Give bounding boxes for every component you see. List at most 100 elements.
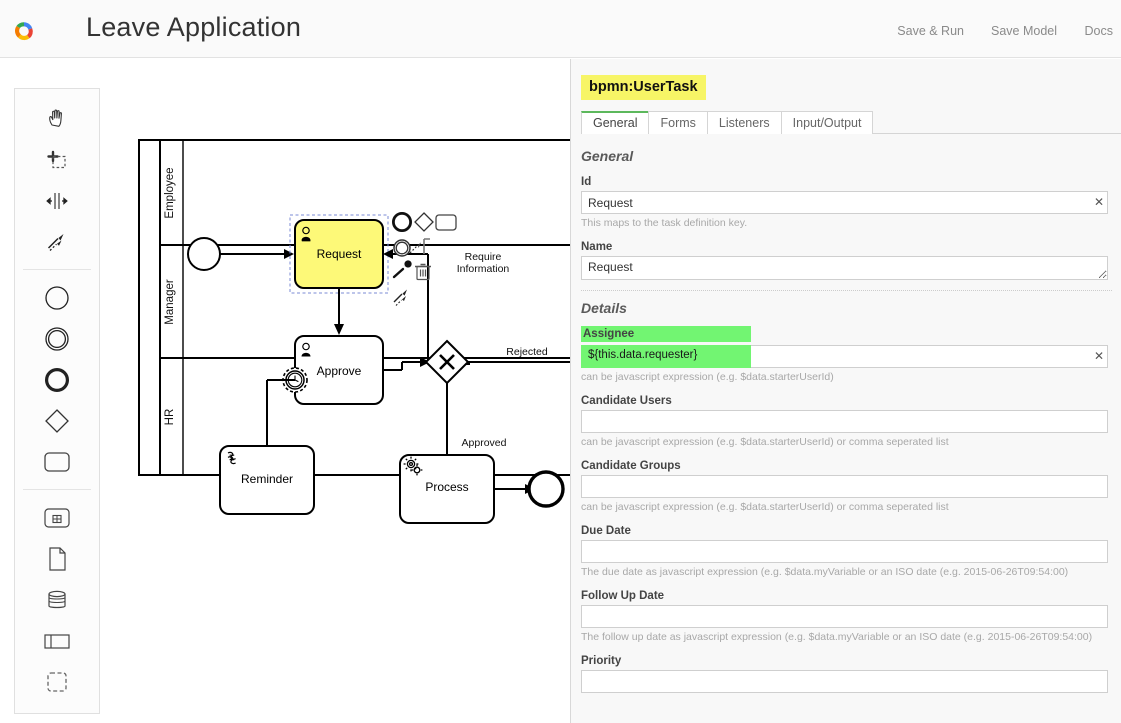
field-follow-up-date: Follow Up Date The follow up date as jav… [581, 586, 1112, 643]
task-label-request: Request [317, 247, 362, 261]
field-label-due-date: Due Date [581, 525, 631, 537]
assignee-input[interactable] [581, 345, 1108, 368]
user-task-marker-icon [301, 226, 311, 242]
section-title-general: General [581, 148, 634, 164]
wrench-icon [392, 260, 412, 279]
flow-label-rejected: Rejected [506, 346, 548, 358]
save-and-run-button[interactable]: Save & Run [897, 24, 964, 38]
group-icon[interactable] [15, 661, 99, 702]
lane-label-hr: HR [164, 409, 176, 426]
element-type-badge: bpmn:UserTask [581, 75, 706, 100]
id-input[interactable] [581, 191, 1108, 214]
start-event-icon[interactable] [15, 277, 99, 318]
tab-forms[interactable]: Forms [648, 111, 708, 134]
lasso-tool-icon[interactable] [15, 139, 99, 180]
flow-label-require-information-1: Require [465, 251, 502, 263]
start-event [187, 237, 221, 271]
connect-icon [393, 289, 407, 306]
data-object-icon[interactable] [15, 538, 99, 579]
gateway-icon[interactable] [15, 400, 99, 441]
script-task-reminder [219, 445, 315, 515]
field-label-priority: Priority [581, 655, 622, 667]
global-connect-tool-icon[interactable] [15, 221, 99, 262]
candidate-users-input[interactable] [581, 410, 1108, 433]
bpmn-canvas[interactable]: Employee Manager HR Request [0, 59, 570, 723]
field-hint-id: This maps to the task definition key. [581, 217, 748, 229]
candidate-groups-input[interactable] [581, 475, 1108, 498]
tab-general[interactable]: General [581, 111, 650, 134]
exclusive-gateway [424, 339, 470, 385]
append-connect-dashed-icon [409, 244, 419, 254]
page-title: Leave Application [86, 12, 302, 42]
field-label-id: Id [581, 176, 592, 188]
palette-group-artifacts [15, 494, 99, 705]
field-due-date: Due Date The due date as javascript expr… [581, 521, 1112, 578]
field-label-candidate-users: Candidate Users [581, 395, 672, 407]
append-task-icon [435, 214, 457, 231]
palette-group-events [15, 274, 99, 485]
flow-label-require-information-2: Information [457, 263, 510, 275]
append-gateway-icon [414, 212, 434, 232]
field-hint-candidate-users: can be javascript expression (e.g. $data… [581, 436, 949, 448]
follow-up-date-input[interactable] [581, 605, 1108, 628]
task-icon[interactable] [15, 441, 99, 482]
clear-assignee-icon[interactable]: ✕ [1093, 349, 1104, 363]
section-divider [581, 290, 1112, 291]
properties-panel: bpmn:UserTask General Forms Listeners In… [570, 59, 1121, 723]
priority-input[interactable] [581, 670, 1108, 693]
field-label-candidate-groups: Candidate Groups [581, 460, 681, 472]
append-text-annotation-icon [423, 238, 430, 254]
lane-label-employee: Employee [164, 167, 176, 218]
field-hint-due-date: The due date as javascript expression (e… [581, 566, 1069, 578]
pinwheel-logo-icon [12, 19, 36, 43]
field-candidate-users: Candidate Users can be javascript expres… [581, 391, 1112, 448]
properties-tabs[interactable]: General Forms Listeners Input/Output [581, 110, 1121, 134]
intermediate-event-icon[interactable] [15, 318, 99, 359]
service-task-process [399, 454, 495, 524]
user-task-approve [294, 335, 384, 405]
field-id: Id ✕ This maps to the task definition ke… [581, 172, 1112, 229]
context-pad [391, 211, 457, 306]
timer-boundary-event [282, 367, 308, 393]
palette-group-tools [15, 95, 99, 265]
task-label-approve: Approve [317, 364, 362, 378]
tab-listeners[interactable]: Listeners [706, 111, 782, 134]
task-label-process: Process [425, 480, 468, 494]
append-end-event-icon [391, 211, 412, 232]
script-task-marker-icon [227, 451, 236, 465]
section-title-details: Details [581, 300, 627, 316]
lane-label-manager: Manager [164, 279, 176, 325]
append-intermediate-event-icon [393, 239, 411, 257]
trash-icon [415, 263, 431, 281]
subprocess-icon[interactable] [15, 497, 99, 538]
docs-link[interactable]: Docs [1084, 24, 1113, 38]
clear-id-icon[interactable]: ✕ [1093, 195, 1104, 209]
data-store-icon[interactable] [15, 579, 99, 620]
field-hint-follow-up-date: The follow up date as javascript express… [581, 631, 1093, 643]
participant-icon[interactable] [15, 620, 99, 661]
properties-form: General Id ✕ This maps to the task defin… [571, 139, 1121, 723]
tab-input-output[interactable]: Input/Output [780, 111, 874, 134]
field-assignee: Assignee ${this.data.requester} ✕ can be… [581, 324, 1112, 383]
hand-tool-icon[interactable] [15, 98, 99, 139]
user-task-request [294, 219, 384, 289]
user-task-marker-icon-approve [301, 342, 311, 357]
palette-divider-2 [23, 489, 91, 490]
due-date-input[interactable] [581, 540, 1108, 563]
field-candidate-groups: Candidate Groups can be javascript expre… [581, 456, 1112, 513]
flow-label-approved: Approved [462, 437, 507, 449]
task-label-reminder: Reminder [241, 472, 293, 486]
bpmn-palette[interactable] [14, 88, 100, 714]
field-priority: Priority [581, 651, 1112, 693]
end-event-icon[interactable] [15, 359, 99, 400]
app-header: Leave Application Save & Run Save Model … [0, 0, 1121, 58]
palette-divider [23, 269, 91, 270]
name-textarea[interactable] [581, 256, 1108, 280]
field-hint-assignee: can be javascript expression (e.g. $data… [581, 371, 834, 383]
field-name: Name [581, 237, 1112, 280]
space-tool-icon[interactable] [15, 180, 99, 221]
service-task-marker-icon [403, 456, 423, 476]
field-label-name: Name [581, 241, 613, 253]
end-event [527, 470, 565, 508]
save-model-button[interactable]: Save Model [990, 24, 1057, 38]
